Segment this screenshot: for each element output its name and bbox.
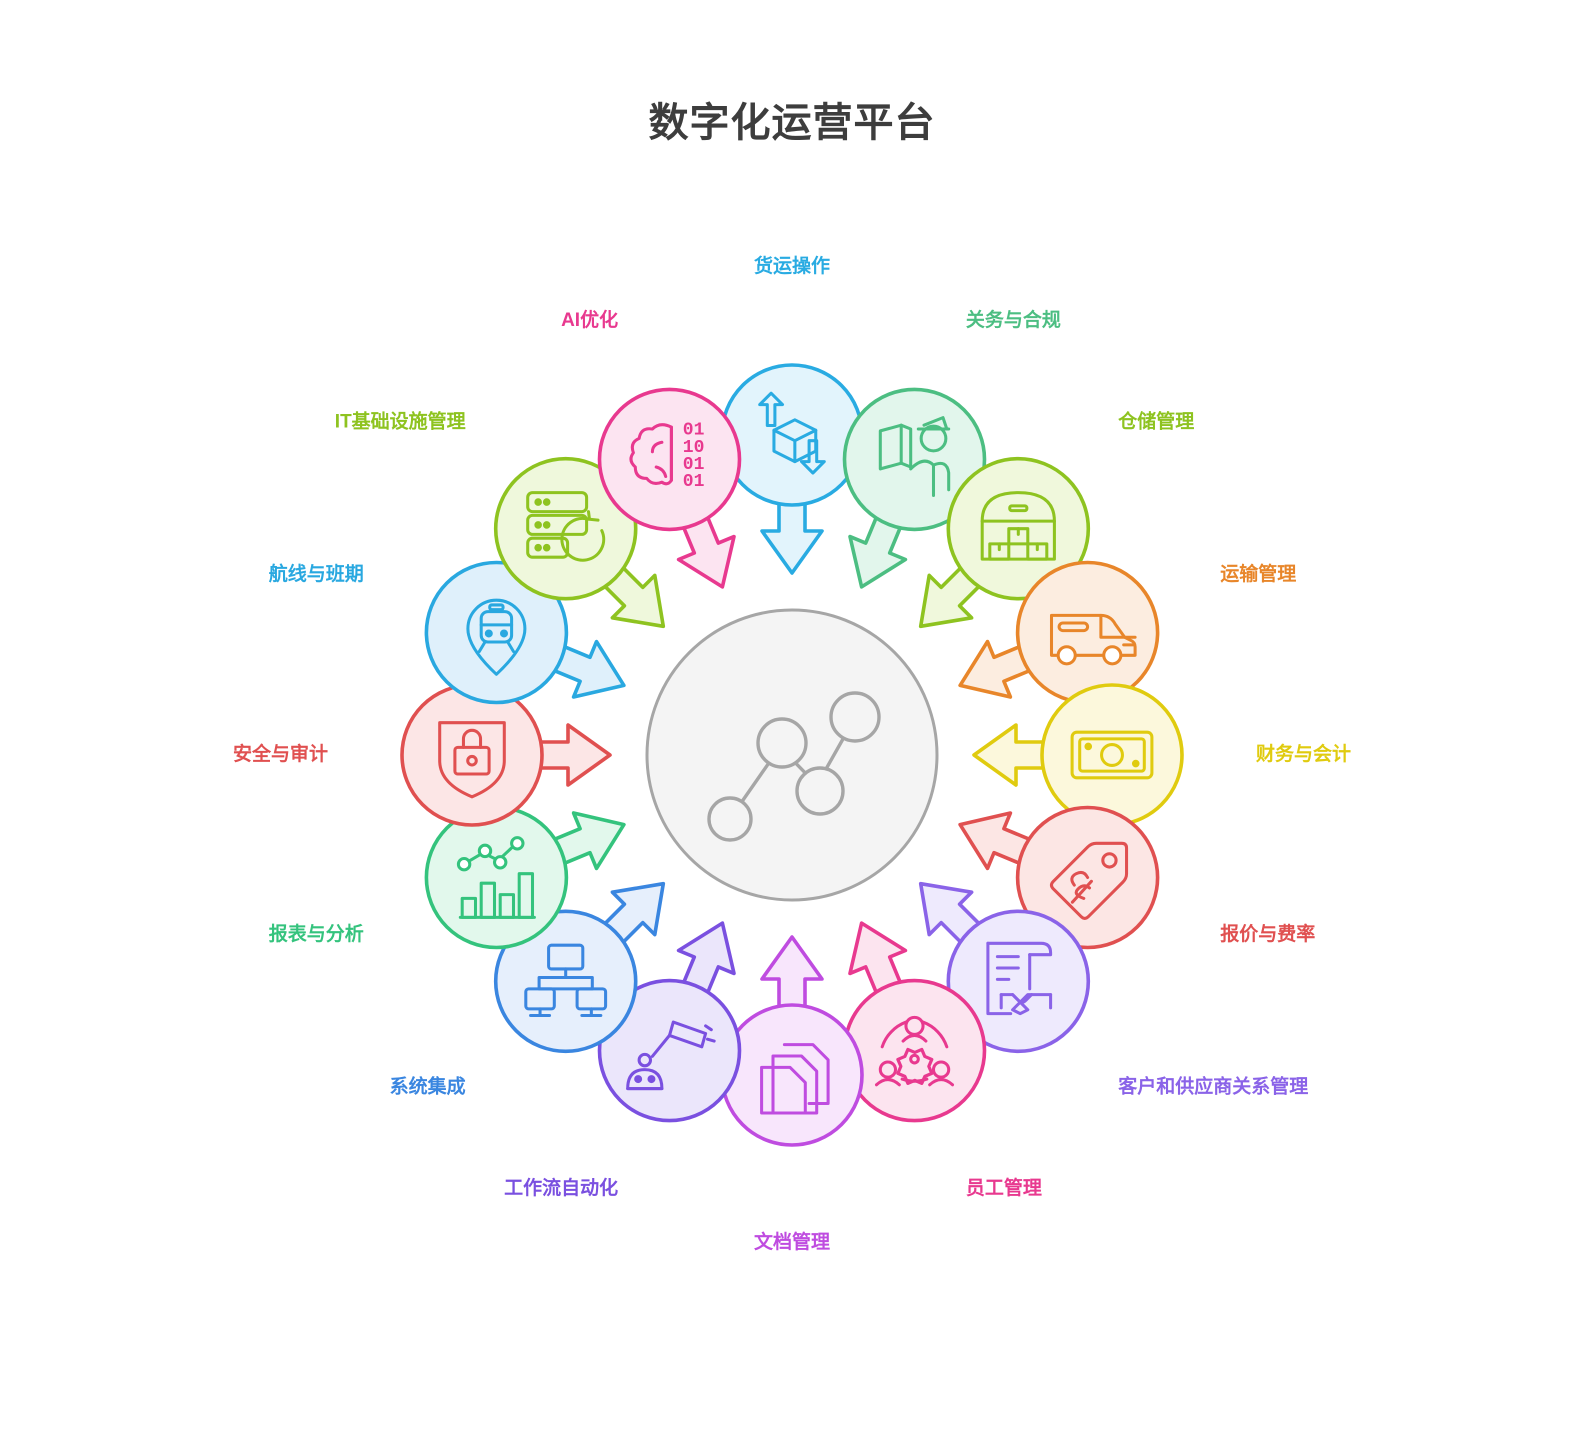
petal-label: 系统集成: [390, 1074, 466, 1097]
petal-node[interactable]: [424, 560, 626, 705]
petal-circle[interactable]: [424, 560, 569, 705]
petal-label: 仓储管理: [1117, 410, 1194, 433]
petal-node[interactable]: [493, 881, 666, 1054]
petal-node[interactable]: [720, 935, 864, 1147]
price-tag-icon: [1049, 841, 1129, 920]
petal-node[interactable]: [400, 683, 612, 827]
petal-label: 报表与分析: [269, 922, 364, 945]
petal-label: 关务与合规: [966, 308, 1061, 331]
petal-label: 航线与班期: [269, 562, 364, 585]
petal-label: 客户和供应商关系管理: [1118, 1074, 1308, 1097]
petal-label: 货运操作: [754, 254, 830, 277]
petal-circle[interactable]: [597, 978, 742, 1123]
robot-arm-icon: [626, 1020, 716, 1091]
banknote-icon: [1070, 730, 1154, 780]
petal-node[interactable]: [972, 683, 1184, 827]
train-pin-icon: [466, 598, 527, 676]
contract-handshake-icon: [986, 941, 1053, 1016]
bar-line-chart-icon: [456, 836, 536, 919]
petal-node[interactable]: [842, 387, 987, 589]
hub-node: [645, 608, 939, 902]
label-layer: 货运操作关务与合规仓储管理运输管理财务与会计报价与费率客户和供应商关系管理员工管…: [233, 254, 1351, 1253]
warehouse-icon: [980, 491, 1056, 561]
truck-icon: [1049, 613, 1137, 666]
petal-label: 安全与审计: [233, 742, 328, 765]
petal-circle[interactable]: [424, 805, 569, 950]
petal-label: 员工管理: [966, 1176, 1042, 1199]
network-nodes-icon: [707, 691, 881, 842]
petal-circle[interactable]: [1015, 560, 1160, 705]
petal-circle[interactable]: [597, 387, 742, 532]
petal-node[interactable]: [424, 805, 626, 950]
petal-label: 运输管理: [1220, 562, 1296, 585]
petal-label: 财务与会计: [1256, 742, 1351, 765]
shield-lock-icon: [438, 721, 506, 799]
team-gear-icon: [874, 1015, 955, 1087]
petal-label: 报价与费率: [1220, 922, 1315, 945]
petal-circle[interactable]: [1040, 683, 1184, 827]
customs-officer-icon: [878, 416, 951, 498]
petal-node[interactable]: [918, 881, 1091, 1054]
petal-circle[interactable]: [842, 387, 987, 532]
svg-text:01: 01: [683, 455, 705, 475]
petal-node[interactable]: [720, 363, 864, 575]
network-computers-icon: [524, 943, 608, 1018]
svg-text:10: 10: [683, 438, 705, 458]
server-refresh-icon: [526, 491, 606, 562]
petal-label: IT基础设施管理: [335, 410, 466, 433]
petal-node[interactable]: [842, 921, 987, 1123]
petal-label: 工作流自动化: [504, 1176, 618, 1199]
petal-label: 文档管理: [754, 1230, 830, 1253]
petal-circle[interactable]: [946, 909, 1091, 1054]
petal-circle[interactable]: [720, 363, 864, 507]
petal-circle[interactable]: [720, 1003, 864, 1147]
svg-text:01: 01: [683, 421, 705, 441]
petal-node[interactable]: [918, 456, 1091, 629]
petal-node[interactable]: [597, 921, 742, 1123]
petal-node[interactable]: [958, 560, 1160, 705]
petal-node[interactable]: [958, 805, 1160, 950]
documents-icon: [760, 1043, 830, 1115]
box-arrows-icon: [758, 391, 826, 475]
svg-text:01: 01: [683, 472, 705, 492]
petal-label: AI优化: [561, 308, 618, 331]
page-title: 数字化运营平台: [648, 101, 936, 145]
petal-node[interactable]: [493, 456, 666, 629]
